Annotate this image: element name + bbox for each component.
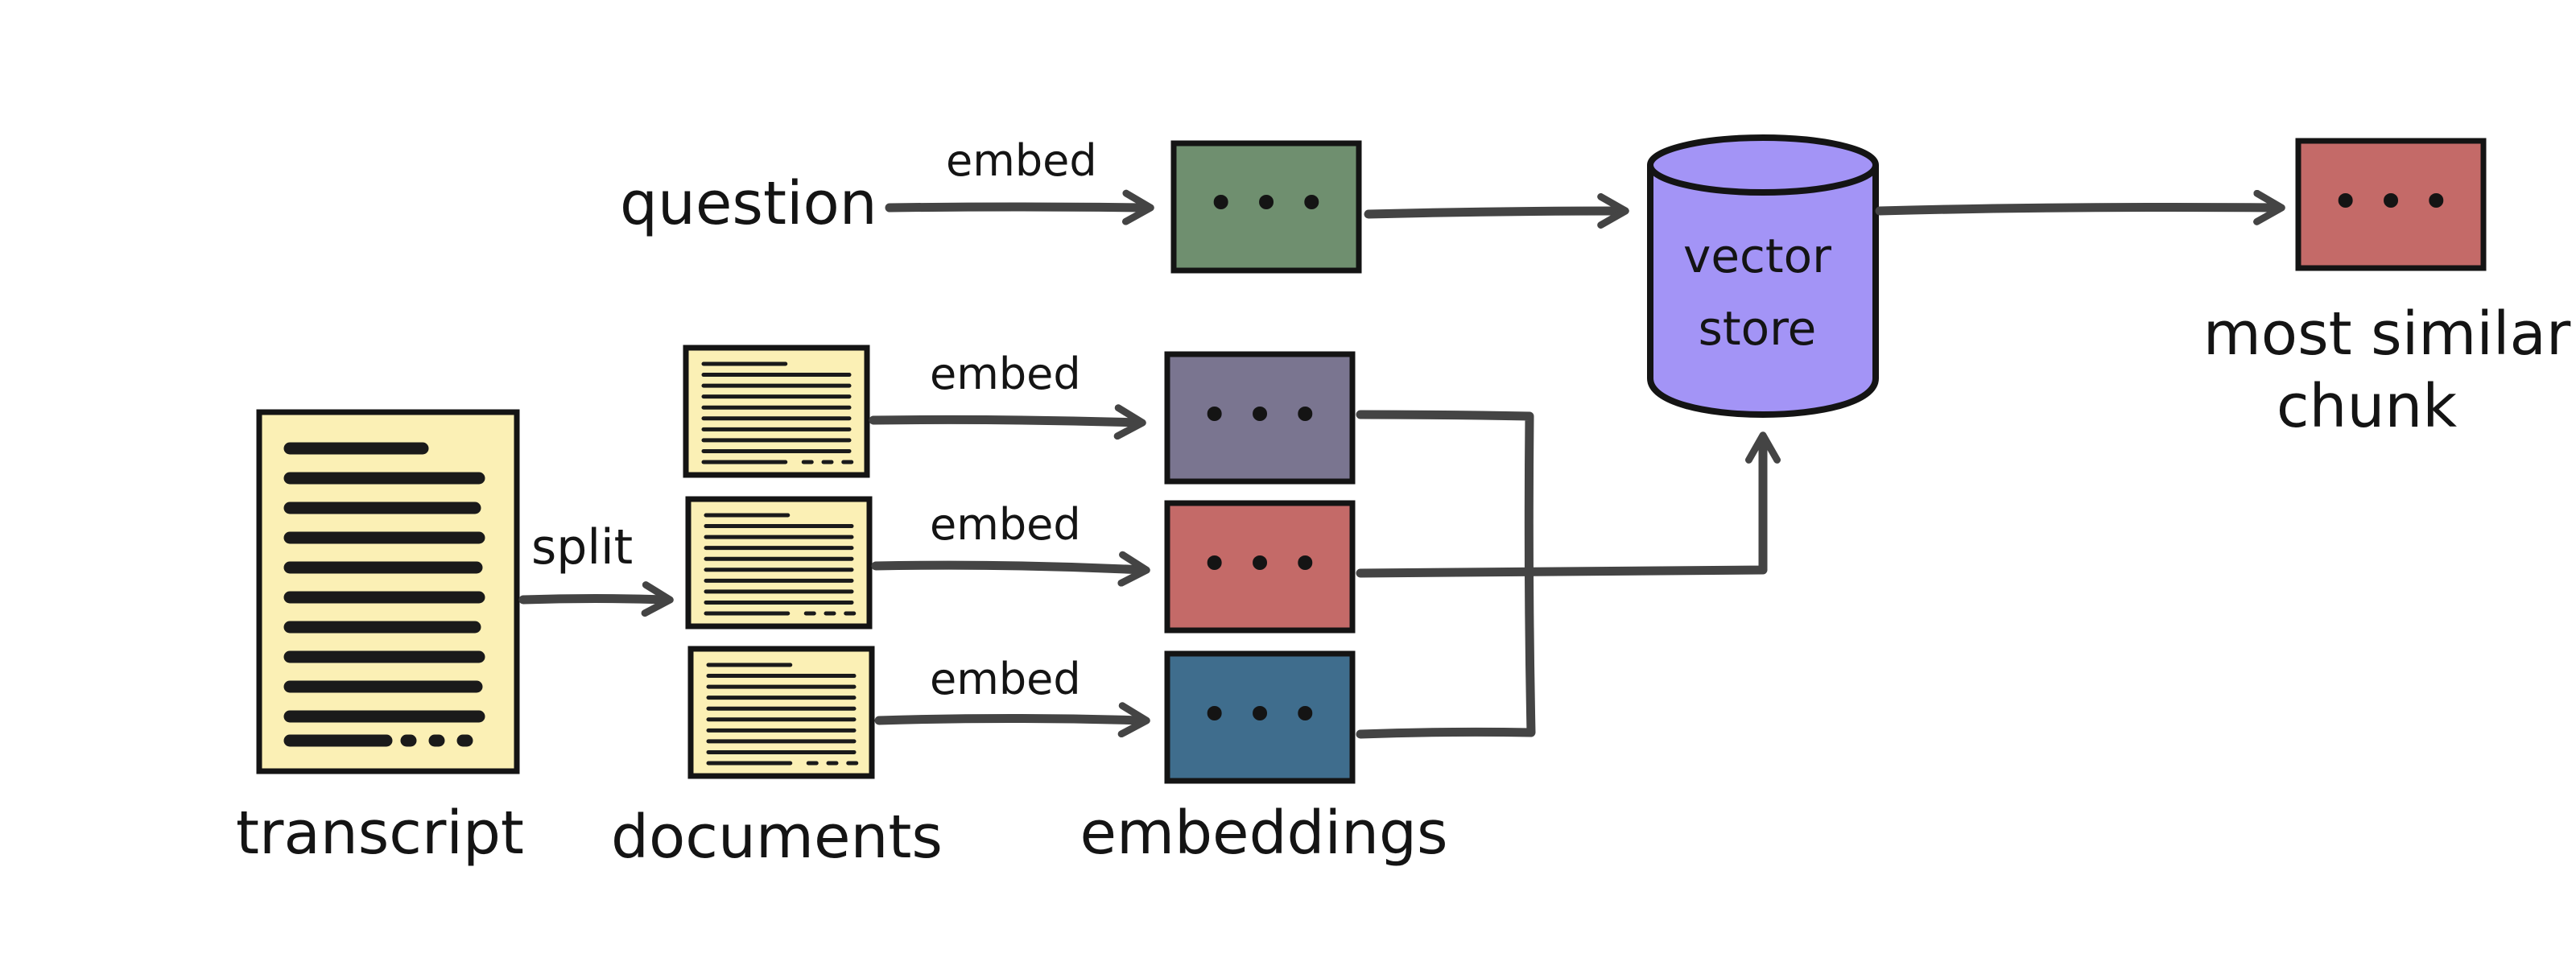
doc2-embed-arrow: [871, 551, 1150, 587]
doc-embedding-1: • • •: [1164, 351, 1356, 485]
result-label-line1: most similar: [2203, 299, 2571, 369]
result-chunk: • • •: [2295, 138, 2487, 271]
document-chunk-1: [683, 345, 870, 478]
embeddings-to-store-connector: [1356, 410, 1781, 739]
documents-label: documents: [611, 803, 943, 872]
embeddings-bracket-line: [1356, 410, 1536, 739]
doc3-embed-label: embed: [930, 654, 1081, 704]
result-label-line2: chunk: [2277, 372, 2457, 441]
question-embedding: • • •: [1170, 140, 1362, 274]
document-1-paper: [683, 345, 870, 478]
doc-embedding-1-dots: • • •: [1199, 386, 1319, 444]
question-embed-arrow: [885, 189, 1154, 225]
doc-embedding-2-dots: • • •: [1199, 535, 1319, 593]
result-chunk-box: [2295, 138, 2487, 271]
split-arrow: [518, 581, 674, 617]
doc-embedding-3-dots: • • •: [1199, 685, 1319, 744]
vector-store-label-line1: vector: [1683, 229, 1831, 283]
question-label: question: [620, 169, 877, 238]
transcript-text-lines: [283, 442, 485, 747]
document-3-paper: [687, 646, 875, 779]
doc-embedding-3: • • •: [1164, 650, 1356, 784]
doc-embedding-2: • • •: [1164, 500, 1356, 634]
vector-store-cylinder-body: [1647, 165, 1879, 418]
embeddings-label: embeddings: [1080, 799, 1447, 868]
doc1-embed-label: embed: [930, 349, 1081, 399]
doc3-embed-arrow: [874, 702, 1150, 738]
doc-embedding-3-box: [1164, 650, 1356, 784]
question-embed-label: embed: [946, 135, 1097, 186]
document-2-text-lines: [704, 513, 857, 616]
doc2-embed-label: embed: [930, 499, 1081, 550]
transcript-document: [256, 409, 520, 774]
question-to-store-arrow: [1364, 193, 1629, 229]
question-embedding-dots: • • •: [1206, 174, 1326, 233]
store-to-result-arrow: [1875, 189, 2285, 225]
transcript-label: transcript: [236, 799, 524, 868]
document-1-text-lines: [701, 361, 854, 464]
question-embedding-box: [1170, 140, 1362, 274]
document-chunk-3: [687, 646, 875, 779]
vector-store-cylinder-top: [1647, 134, 1879, 196]
doc-embedding-2-box: [1164, 500, 1356, 634]
vector-store-label-line2: store: [1699, 301, 1817, 356]
doc1-embed-arrow: [869, 404, 1146, 440]
document-chunk-2: [685, 496, 873, 630]
document-3-text-lines: [706, 663, 859, 766]
embeddings-to-store-arrow: [1356, 431, 1781, 578]
split-label: split: [531, 519, 633, 576]
document-2-paper: [685, 496, 873, 630]
vector-store: vector store: [1647, 134, 1879, 418]
doc-embedding-1-box: [1164, 351, 1356, 485]
result-chunk-dots: • • •: [2330, 172, 2450, 231]
